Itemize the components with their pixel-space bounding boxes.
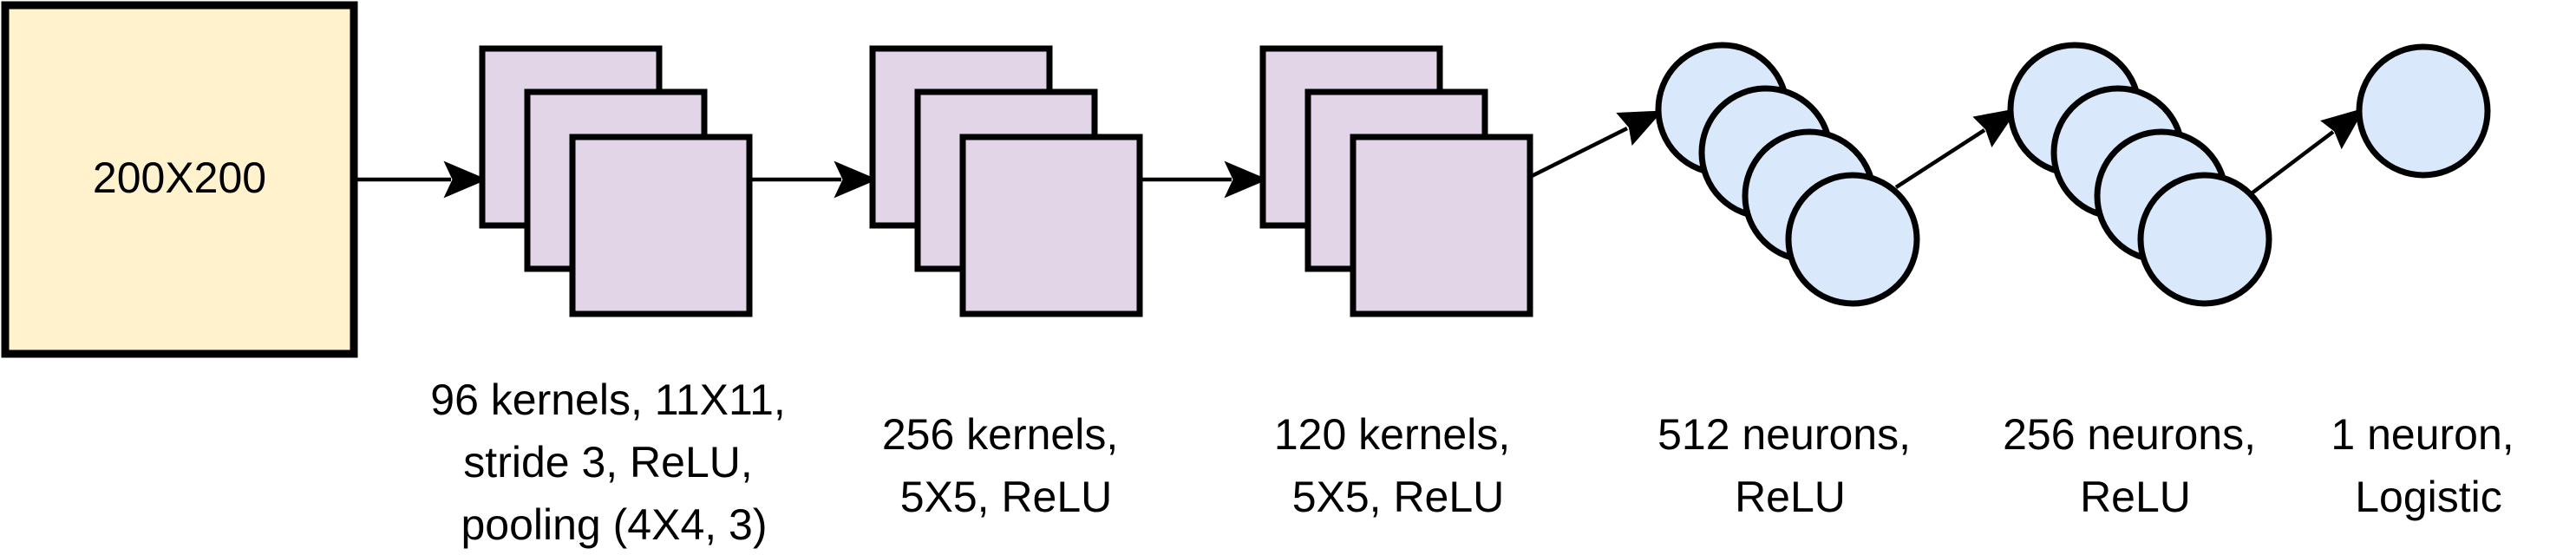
neuron [2137,172,2272,307]
dense-layer-2 [2007,42,2272,307]
conv3-label: 120 kernels, 5X5, ReLU [1274,410,1522,521]
output-label: 1 neuron, Logistic [2331,410,2526,521]
arrow-input-to-conv1 [354,160,487,199]
input-block [1,1,358,358]
arrows [354,108,2365,199]
dense-layer-1 [1655,42,1920,307]
arrow-dense1-to-dense2 [1894,108,2018,189]
arrow-conv2-to-conv3 [1140,160,1268,199]
conv1-label: 96 kernels, 11X11, stride 3, ReLU, pooli… [430,375,797,549]
dense1-label: 512 neurons, ReLU [1657,410,1923,521]
conv-layer-2 [869,45,1143,317]
feature-map [1350,134,1533,317]
feature-map [569,134,753,317]
feature-map [959,134,1143,317]
arrow-conv3-to-dense1 [1528,110,1664,180]
conv-layer-1 [479,45,753,317]
arrow-dense2-to-output [2246,108,2365,198]
neuron [1785,172,1920,307]
dense2-label: 256 neurons, ReLU [2003,410,2268,521]
input-label: 200X200 [93,153,266,202]
arrow-conv1-to-conv2 [751,160,878,199]
output-layer [2356,43,2491,179]
output-neuron [2356,43,2491,179]
conv-layer-3 [1259,45,1533,317]
conv2-label: 256 kernels, 5X5, ReLU [882,410,1130,521]
